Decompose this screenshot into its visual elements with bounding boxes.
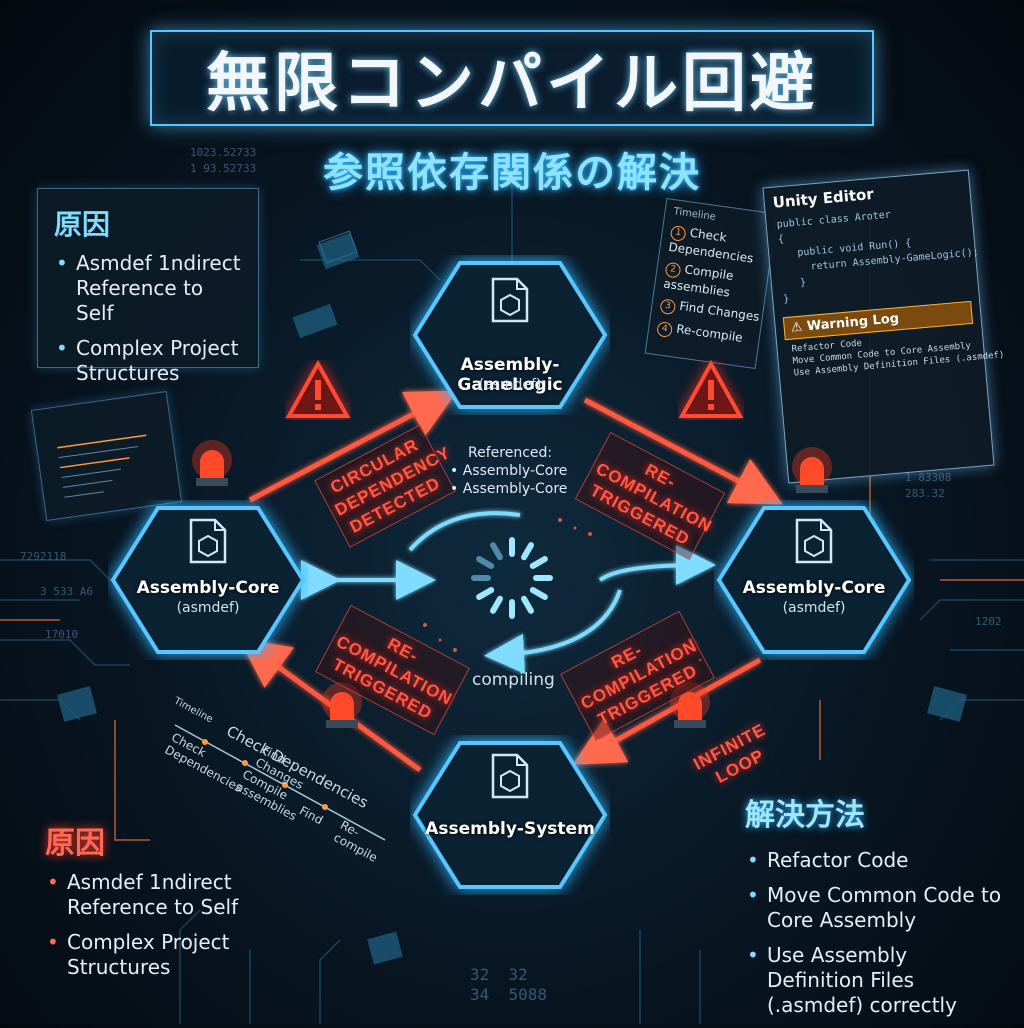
alarm-light-icon [322,682,362,728]
cause-item: Asmdef 1ndirect Reference to Self [54,251,242,326]
asmdef-file-icon [189,518,227,564]
solution-item: Move Common Code to Core Assembly [745,883,1010,933]
page-subtitle: 参照依存関係の解決 [323,150,701,196]
page-title: 無限コンパイル回避 [206,47,818,121]
solution-title: 解決方法 [745,798,865,833]
timeline-dots [202,739,328,810]
arrow-right [598,545,716,586]
asmdef-file-icon [491,753,529,799]
cause-item: Complex Project Structures [54,336,242,386]
sparkle-effect [423,518,702,662]
solution-item: Refactor Code [745,848,1010,873]
arrow-gamelogic-to-core-right [583,397,783,505]
title-box: 無限コンパイル回避 [150,30,874,126]
bg-number: 7292118 [20,550,67,563]
hexagon-shape [716,506,912,654]
referenced-item: • Assembly-Core [450,463,568,479]
arrow-arc-top [408,511,521,552]
warning-triangle-icon [285,360,351,418]
node-assembly-gamelogic[interactable]: Assembly-GameLogic (asmdef) [410,255,610,455]
arrow-core-to-gamelogic [248,390,458,503]
arrow-core-right-to-system [572,657,762,765]
arrow-arc-bottom [484,589,622,674]
cause-list: Asmdef 1ndirect Reference to Self Comple… [54,251,242,386]
left-timeline-window [30,391,183,521]
solution-item: Use Assembly Definition Files (.asmdef) … [745,943,1010,1018]
cause-list: Asmdef 1ndirect Reference to Self Comple… [45,870,285,980]
hexagon-shape [412,261,608,409]
node-name: Assembly-GameLogic [457,355,563,395]
asmdef-file-icon [491,277,529,323]
node-name: Assembly-Core [742,578,886,598]
bg-number: 17010 [45,628,79,641]
timeline-sketch [57,434,147,498]
cause-panel-bottom: 原因 Asmdef 1ndirect Reference to Self Com… [45,818,285,990]
referenced-item: • Assembly-Core [450,481,568,497]
node-name: Assembly-System [425,819,595,839]
cause-item: Asmdef 1ndirect Reference to Self [45,870,285,920]
node-sub: (asmdef) [176,600,240,616]
cause-panel-top: 原因 Asmdef 1ndirect Reference to Self Com… [37,188,259,385]
hexagon-shape [412,741,608,889]
cause-title: 原因 [45,826,105,861]
alarm-light-icon [792,447,832,493]
alarm-light-icon [192,440,232,486]
referenced-title: Referenced: [468,445,553,461]
node-name: Assembly-Core [136,578,280,598]
bg-number: 1202 [975,615,1002,628]
timeline-diagonal [174,724,386,841]
alarm-light-icon [670,682,710,728]
hexagon-shape [110,506,306,654]
solution-panel: 解決方法 Refactor Code Move Common Code to C… [745,790,1010,1028]
compiling-label: compiling [472,670,555,690]
node-sub: (asmdef) [478,377,542,393]
node-assembly-core-left[interactable]: Assembly-Core (asmdef) [108,500,308,700]
bg-number: 3 533 A6 [40,585,93,598]
referenced-info: Referenced: • Assembly-Core • Assembly-C… [450,444,590,498]
asmdef-file-icon [795,518,833,564]
node-sub: (asmdef) [782,600,846,616]
cause-item: Complex Project Structures [45,930,285,980]
spinner-icon [471,537,553,619]
cause-title: 原因 [54,208,111,241]
node-assembly-core-right[interactable]: Assembly-Core (asmdef) [714,500,914,700]
solution-list: Refactor Code Move Common Code to Core A… [745,848,1010,1018]
node-assembly-system[interactable]: Assembly-System [410,735,610,935]
warning-triangle-icon [678,360,744,418]
